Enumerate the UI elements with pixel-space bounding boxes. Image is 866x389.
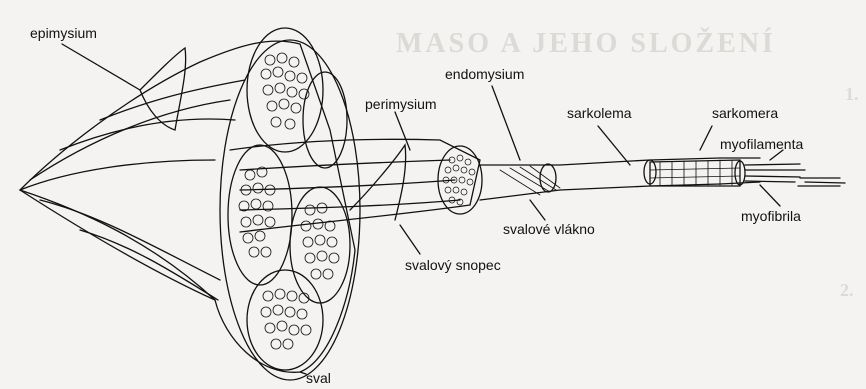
label-myofibrila: myofibrila: [741, 209, 801, 223]
label-svalove-vlakno: svalové vlákno: [503, 222, 595, 236]
epimysium-flap: [140, 48, 186, 130]
label-myofilamenta: myofilamenta: [720, 137, 803, 151]
label-endomysium: endomysium: [445, 67, 524, 81]
label-sval: sval: [306, 371, 331, 385]
myofibril: [650, 160, 740, 186]
label-epimysium: epimysium: [30, 26, 97, 40]
label-sarkolema: sarkolema: [567, 106, 632, 120]
myofilaments: [745, 164, 805, 182]
muscle-fiber: [480, 158, 760, 165]
label-sarkomera: sarkomera: [712, 106, 778, 120]
label-svalovy-snopec: svalový snopec: [405, 258, 501, 272]
label-perimysium: perimysium: [365, 97, 437, 111]
muscle-outline: [20, 41, 355, 372]
